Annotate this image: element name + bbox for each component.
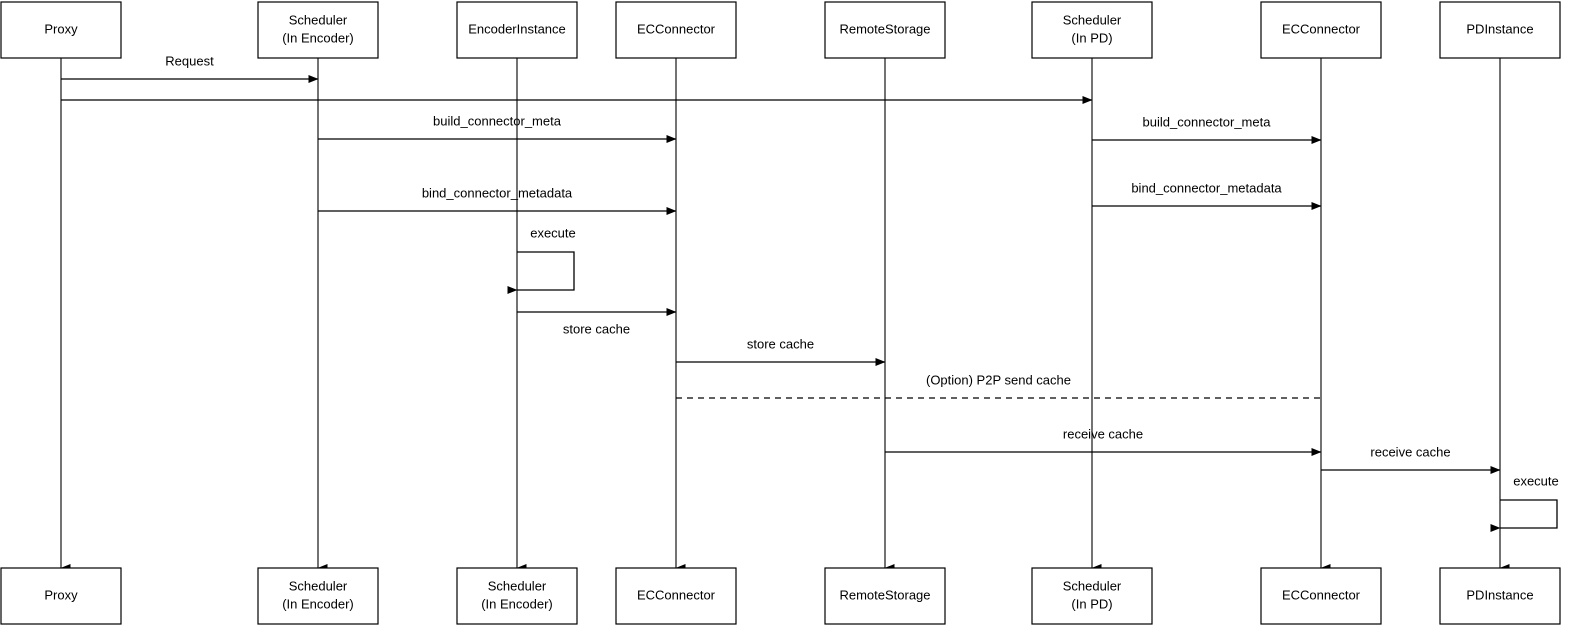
participant-header-label-line1: Proxy <box>44 21 78 36</box>
participant-header-box <box>824 1 946 59</box>
message-label: bind_connector_metadata <box>422 185 573 200</box>
participant-header-label-line1: RemoteStorage <box>839 21 930 36</box>
participant-footer-remote[interactable]: RemoteStorage <box>824 567 946 625</box>
participant-header-ecconn_enc[interactable]: ECConnector <box>615 1 737 59</box>
participant-header-box <box>257 1 379 59</box>
participant-footers: Proxy Scheduler (In Encoder) Scheduler (In E… <box>0 567 1561 625</box>
participant-footer-label-line1: RemoteStorage <box>839 587 930 602</box>
participant-footer-box <box>456 567 578 625</box>
participant-footer-label-line1: Scheduler <box>488 578 547 593</box>
participant-footer-label-line1: Scheduler <box>289 578 348 593</box>
participant-header-sched_enc[interactable]: Scheduler (In Encoder) <box>257 1 379 59</box>
message-label: receive cache <box>1370 444 1450 459</box>
message-m6[interactable]: bind_connector_metadata <box>1092 180 1322 210</box>
participant-footer-ecconn_pd[interactable]: ECConnector <box>1260 567 1382 625</box>
messages-layer: Request build_connector_meta build_connect… <box>61 53 1501 474</box>
participant-header-box <box>0 1 122 59</box>
self-message-label: execute <box>530 225 576 240</box>
participant-header-enc_inst[interactable]: EncoderInstance <box>456 1 578 59</box>
participant-header-sched_pd[interactable]: Scheduler (In PD) <box>1031 1 1153 59</box>
participant-footer-enc_inst[interactable]: Scheduler (In Encoder) <box>456 567 578 625</box>
self-message-label: execute <box>1513 473 1559 488</box>
message-m5[interactable]: bind_connector_metadata <box>318 185 677 215</box>
message-m7[interactable]: store cache <box>517 308 677 336</box>
participant-footer-pd_inst[interactable]: PDInstance <box>1439 567 1561 625</box>
participant-header-label-line1: Scheduler <box>289 12 348 27</box>
participant-header-box <box>1260 1 1382 59</box>
message-m9[interactable]: (Option) P2P send cache <box>676 372 1321 399</box>
participant-footer-box <box>1260 567 1382 625</box>
participant-header-box <box>1439 1 1561 59</box>
participant-footer-box <box>615 567 737 625</box>
message-m3[interactable]: build_connector_meta <box>318 113 677 143</box>
participant-footer-label-line2: (In Encoder) <box>282 596 354 611</box>
participant-header-label-line1: Scheduler <box>1063 12 1122 27</box>
participant-footer-box <box>1439 567 1561 625</box>
participant-footer-label-line1: Scheduler <box>1063 578 1122 593</box>
self-messages-layer: execute execute <box>507 225 1559 532</box>
participant-header-label-line1: PDInstance <box>1466 21 1533 36</box>
participant-footer-label-line1: Proxy <box>44 587 78 602</box>
self-message-loop <box>507 251 575 294</box>
participant-headers: Proxy Scheduler (In Encoder) EncoderInstanc… <box>0 1 1561 59</box>
message-m8[interactable]: store cache <box>676 336 886 366</box>
participant-header-pd_inst[interactable]: PDInstance <box>1439 1 1561 59</box>
participant-header-box <box>456 1 578 59</box>
message-label: (Option) P2P send cache <box>926 372 1071 387</box>
participant-header-label-line1: ECConnector <box>1282 21 1361 36</box>
participant-footer-box <box>1031 567 1153 625</box>
participant-footer-ecconn_enc[interactable]: ECConnector <box>615 567 737 625</box>
message-label: receive cache <box>1063 426 1143 441</box>
participant-footer-label-line1: ECConnector <box>1282 587 1361 602</box>
participant-header-label-line2: (In PD) <box>1071 30 1112 45</box>
message-m10[interactable]: receive cache <box>885 426 1322 456</box>
participant-header-label-line2: (In Encoder) <box>282 30 354 45</box>
participant-footer-box <box>257 567 379 625</box>
participant-header-ecconn_pd[interactable]: ECConnector <box>1260 1 1382 59</box>
participant-footer-sched_pd[interactable]: Scheduler (In PD) <box>1031 567 1153 625</box>
participant-header-box <box>1031 1 1153 59</box>
participant-footer-label-line2: (In Encoder) <box>481 596 553 611</box>
participant-footer-box <box>0 567 122 625</box>
message-label: store cache <box>563 321 630 336</box>
participant-footer-proxy[interactable]: Proxy <box>0 567 122 625</box>
lifelines-layer <box>60 58 1510 572</box>
self-message-s2[interactable]: execute <box>1490 473 1559 532</box>
participant-header-proxy[interactable]: Proxy <box>0 1 122 59</box>
participant-header-remote[interactable]: RemoteStorage <box>824 1 946 59</box>
participant-footer-label-line1: PDInstance <box>1466 587 1533 602</box>
participant-footer-sched_enc[interactable]: Scheduler (In Encoder) <box>257 567 379 625</box>
participant-header-label-line1: EncoderInstance <box>468 21 566 36</box>
message-m4[interactable]: build_connector_meta <box>1092 114 1322 144</box>
self-message-loop <box>1490 499 1558 532</box>
message-label: build_connector_meta <box>433 113 562 128</box>
message-m1[interactable]: Request <box>61 53 319 83</box>
participant-footer-label-line2: (In PD) <box>1071 596 1112 611</box>
participant-header-label-line1: ECConnector <box>637 21 716 36</box>
self-message-s1[interactable]: execute <box>507 225 576 294</box>
message-label: build_connector_meta <box>1143 114 1272 129</box>
message-label: bind_connector_metadata <box>1131 180 1282 195</box>
participant-footer-box <box>824 567 946 625</box>
message-m11[interactable]: receive cache <box>1321 444 1501 474</box>
message-label: Request <box>165 53 214 68</box>
participant-footer-label-line1: ECConnector <box>637 587 716 602</box>
message-label: store cache <box>747 336 814 351</box>
participant-header-box <box>615 1 737 59</box>
